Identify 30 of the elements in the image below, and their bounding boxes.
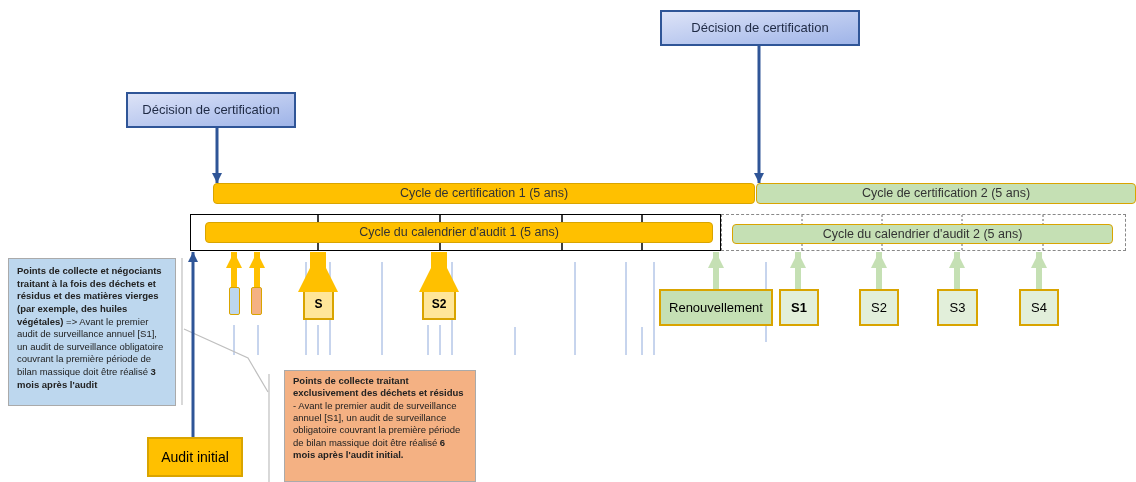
arrow (298, 252, 338, 292)
audit-box: S4 (1019, 289, 1059, 326)
arrow (249, 252, 265, 287)
note-box: Points de collecte et négociants traitant à la fois des déchets et résidus et des matières vierges (par exemple, des huiles végétales) => Avant le premier audit de surveillance annuel [S1], un audit de surveillance obligatoire couvrant la première période de bilan massique doit être réalisé 3 mois après l'audit (8, 258, 176, 406)
arrow (708, 252, 724, 289)
marker-bar (251, 287, 262, 315)
cycle-bar: Cycle de certification 2 (5 ans) (756, 183, 1136, 204)
audit-calendar-frame (190, 214, 721, 251)
arrow (1031, 252, 1047, 289)
arrow (949, 252, 965, 289)
marker-bar (229, 287, 240, 315)
decision-box: Décision de certification (126, 92, 296, 128)
audit-box: S3 (937, 289, 978, 326)
arrow (226, 252, 242, 287)
arrow (188, 252, 198, 437)
arrow (754, 46, 764, 183)
audit-box: S1 (779, 289, 819, 326)
renewal-box: Renouvellement (659, 289, 773, 326)
cycle-bar: Cycle du calendrier d'audit 1 (5 ans) (205, 222, 713, 243)
cycle-bar: Cycle de certification 1 (5 ans) (213, 183, 755, 204)
arrow (212, 128, 222, 183)
note-box: Points de collecte traitant exclusivement des déchets et résidus - Avant le premier audit de surveillance annuel [S1], un audit de surveillance obligatoire couvrant la première période de bilan massique doit être réalisé 6 mois après l'audit initial. (284, 370, 476, 482)
audit-box: S2 (859, 289, 899, 326)
arrow (871, 252, 887, 289)
arrow (790, 252, 806, 289)
audit-initial-box: Audit initial (147, 437, 243, 477)
decision-box: Décision de certification (660, 10, 860, 46)
audit-calendar-frame (721, 214, 1126, 251)
arrow (419, 252, 459, 292)
cycle-bar: Cycle du calendrier d'audit 2 (5 ans) (732, 224, 1113, 244)
